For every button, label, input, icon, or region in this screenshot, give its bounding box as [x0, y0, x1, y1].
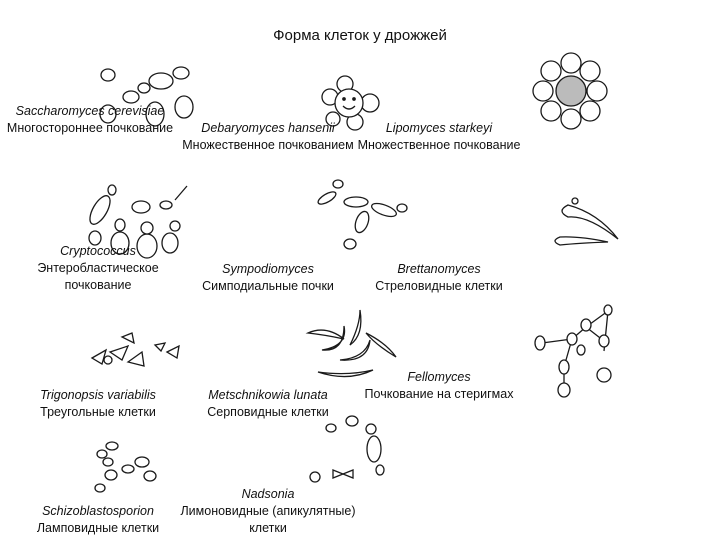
cell-description: Энтеробластическое почкование	[37, 261, 159, 292]
species-name: Lipomyces starkeyi	[385, 121, 493, 135]
species-name: Cryptococcus	[60, 244, 136, 258]
lipomyces-cell-drawing	[532, 52, 608, 130]
species-name: Sympodiomyces	[222, 262, 314, 276]
debaryomyces-cell-drawing	[321, 75, 380, 131]
species-name: Schizoblastosporion	[42, 504, 154, 518]
cell-description: Стреловидные клетки	[375, 279, 503, 293]
diagram-title: Форма клеток у дрожжей	[273, 27, 447, 44]
fellomyces-cells-drawing	[534, 304, 613, 398]
species-name: Trigonopsis variabilis	[40, 388, 156, 402]
cell-description: Многостороннее почкование	[6, 121, 174, 135]
cell-description: Симподиальные почки	[202, 279, 334, 293]
sympodiomyces-cells-drawing	[317, 179, 408, 250]
trigonopsis-cells-drawing	[90, 332, 180, 367]
species-name: Metschnikowia lunata	[208, 388, 328, 402]
cell-description: Множественное почкованием	[182, 138, 354, 152]
species-name: Nadsonia	[241, 487, 295, 501]
schizoblastosporion-cells-drawing	[94, 441, 157, 493]
cell-description: Почкование на стеригмах	[364, 387, 514, 401]
cryptococcus-cells-drawing	[88, 184, 188, 259]
metschnikowia-cells-drawing	[305, 309, 397, 378]
item-sympodiomyces: Sympodiomyces Симподиальные почки	[178, 261, 358, 295]
brettanomyces-cells-drawing	[554, 197, 619, 246]
item-debaryomyces: Debaryomyces hansenii Множественное почк…	[178, 120, 358, 154]
item-metschnikowia: Metschnikowia lunata Серповидные клетки	[178, 387, 358, 421]
item-fellomyces: Fellomyces Почкование на стеригмах	[349, 369, 529, 403]
cell-description: Серповидные клетки	[207, 405, 329, 419]
species-name: Debaryomyces hansenii	[201, 121, 335, 135]
species-name: Saccharomyces cerevisiae	[15, 104, 165, 118]
item-schizoblastosporion: Schizoblastosporion Ламповидные клетки	[8, 503, 188, 537]
item-cryptococcus: Cryptococcus Энтеробластическое почкован…	[8, 243, 188, 294]
species-name: Fellomyces	[407, 370, 471, 384]
item-nadsonia: Nadsonia Лимоновидные (апикулятные) клет…	[178, 486, 358, 537]
item-lipomyces: Lipomyces starkeyi Множественное почкова…	[349, 120, 529, 154]
nadsonia-cells-drawing	[309, 415, 385, 483]
cell-description: Множественное почкование	[357, 138, 521, 152]
cell-description: Лимоновидные (апикулятные) клетки	[180, 504, 356, 535]
cell-description: Ламповидные клетки	[36, 521, 160, 535]
cell-description: Треугольные клетки	[40, 405, 156, 419]
item-trigonopsis: Trigonopsis variabilis Треугольные клетк…	[8, 387, 188, 421]
item-brettanomyces: Brettanomyces Стреловидные клетки	[349, 261, 529, 295]
species-name: Brettanomyces	[397, 262, 481, 276]
item-saccharomyces: Saccharomyces cerevisiae Многостороннее …	[0, 103, 180, 137]
saccharomyces-cells-drawing	[99, 66, 194, 127]
